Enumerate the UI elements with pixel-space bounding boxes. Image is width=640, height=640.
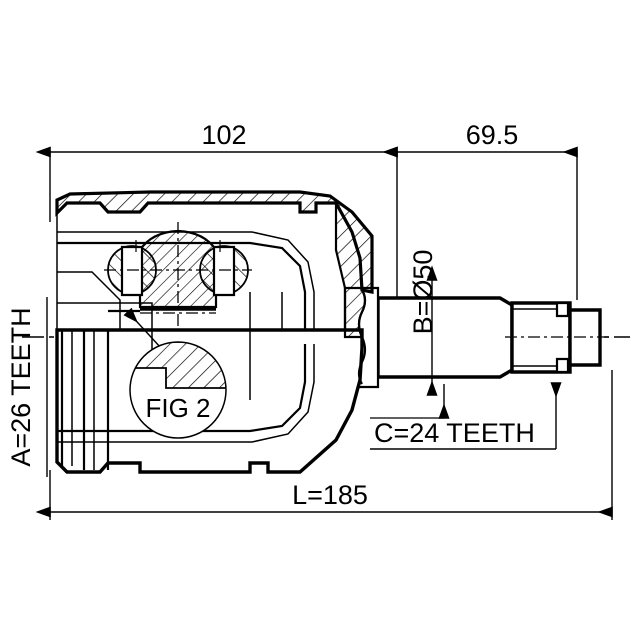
ball-cage-assembly-group bbox=[104, 222, 252, 330]
shaft-spline-section bbox=[510, 301, 572, 374]
outer-race-housing-group bbox=[55, 190, 374, 474]
circlip-groove-top bbox=[555, 301, 570, 318]
fig2-detail-group: FIG 2 bbox=[129, 341, 227, 439]
a-teeth-label: A=26 TEETH bbox=[6, 307, 36, 466]
dim-label-L185: L=185 bbox=[292, 480, 368, 510]
housing-inner-bore-upper bbox=[57, 241, 307, 330]
circlip-groove-bottom bbox=[555, 357, 570, 374]
dim-label-102: 102 bbox=[201, 120, 246, 150]
housing-inner-bore-upper2 bbox=[57, 231, 315, 330]
shaft-main-body bbox=[376, 296, 514, 379]
dim-label-695: 69.5 bbox=[466, 120, 519, 150]
cage-wall-right bbox=[212, 245, 236, 297]
dim-label-B50: B=Ø50 bbox=[408, 250, 438, 335]
c-teeth-label: C=24 TEETH bbox=[374, 418, 535, 448]
input-spline-hub bbox=[60, 330, 110, 470]
diameter-dimension-group: B=Ø50 bbox=[400, 250, 460, 396]
overall-dimension-group: L=185 bbox=[35, 370, 613, 520]
a-teeth-label-group: A=26 TEETH bbox=[6, 297, 48, 477]
output-shaft-group bbox=[343, 286, 612, 389]
top-dimension-group: 102 69.5 bbox=[35, 120, 578, 300]
housing-inner-bore-lower bbox=[57, 344, 307, 433]
internal-step-left bbox=[57, 302, 153, 330]
housing-nose-section-upper bbox=[334, 202, 367, 339]
cage-wall-left bbox=[120, 245, 144, 297]
fig2-circle-border bbox=[129, 341, 227, 439]
c-teeth-label-group: C=24 TEETH bbox=[370, 382, 562, 450]
fig2-step-profile bbox=[130, 342, 226, 389]
housing-inner-bore-lower2 bbox=[57, 344, 315, 443]
fig2-label: FIG 2 bbox=[145, 393, 210, 423]
internal-taper-left bbox=[57, 271, 121, 330]
